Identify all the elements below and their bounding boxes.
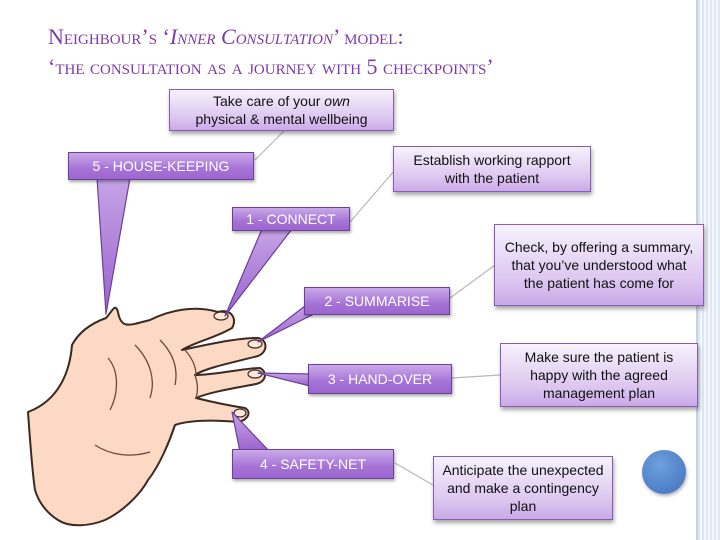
title-line-2: ‘the consultation as a journey with 5 ch… — [48, 54, 494, 79]
connector-handover — [451, 374, 501, 379]
pointer-handover — [257, 372, 311, 387]
note-summarise: Check, by offering a summary, that you’v… — [494, 224, 704, 306]
checkpoint-housekeeping: 5 - HOUSE-KEEPING — [68, 152, 254, 180]
blue-circle-decoration — [642, 450, 686, 494]
checkpoint-safetynet: 4 - SAFETY-NET — [232, 449, 394, 479]
side-rail — [698, 0, 720, 540]
hand-illustration — [27, 306, 267, 527]
pointer-housekeeping — [96, 177, 131, 315]
connector-safetynet — [394, 462, 434, 486]
note-handover: Make sure the patient is happy with the … — [500, 343, 698, 407]
connector-housekeeping — [254, 129, 286, 161]
note-connect: Establish working rapport with the patie… — [393, 146, 591, 192]
checkpoint-summarise: 2 - SUMMARISE — [304, 287, 450, 315]
connector-summarise — [449, 264, 496, 299]
connector-connect — [349, 169, 396, 223]
title-line-1: Neighbour’s ‘Inner Consultation’ model: — [48, 24, 404, 49]
checkpoint-connect: 1 - CONNECT — [232, 207, 350, 231]
note-safetynet: Anticipate the unexpected and make a con… — [433, 456, 613, 520]
slide-title: Neighbour’s ‘Inner Consultation’ model: … — [48, 22, 668, 82]
hand-creases — [94, 339, 199, 456]
pointer-connect — [224, 228, 293, 317]
pointer-safetynet — [231, 411, 271, 453]
fingernails — [213, 311, 263, 418]
checkpoint-handover: 3 - HAND-OVER — [308, 364, 452, 394]
